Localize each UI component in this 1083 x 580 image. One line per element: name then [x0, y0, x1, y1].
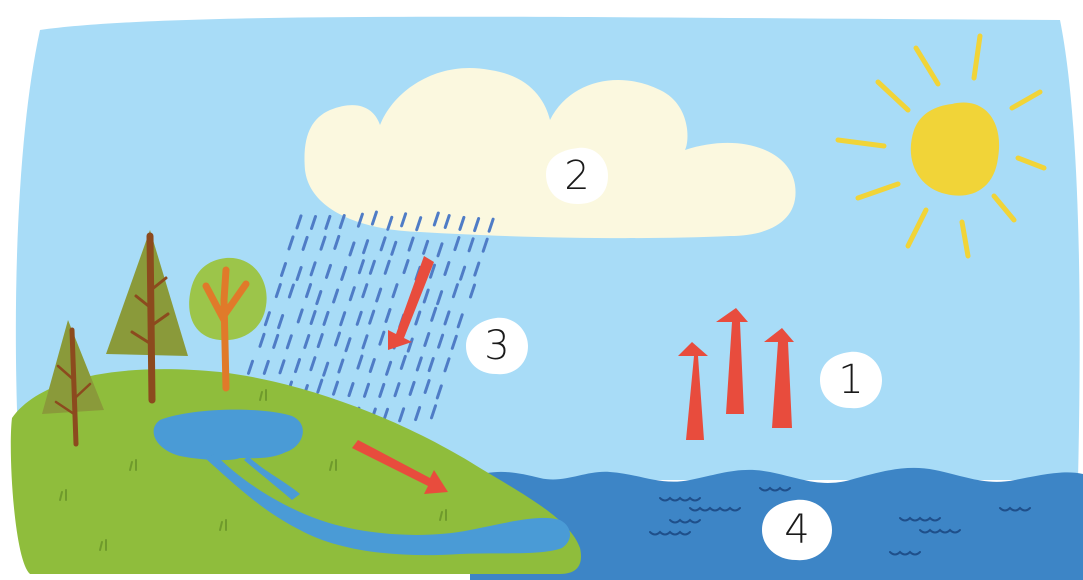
- label-3: 3: [484, 323, 509, 369]
- lake: [154, 410, 303, 461]
- label-badge-1: 1: [820, 352, 882, 408]
- label-1: 1: [838, 357, 863, 403]
- label-badge-4: 4: [762, 500, 832, 560]
- label-badge-2: 2: [546, 148, 608, 204]
- sun: [911, 103, 999, 196]
- label-2: 2: [564, 153, 589, 199]
- label-4: 4: [784, 507, 809, 553]
